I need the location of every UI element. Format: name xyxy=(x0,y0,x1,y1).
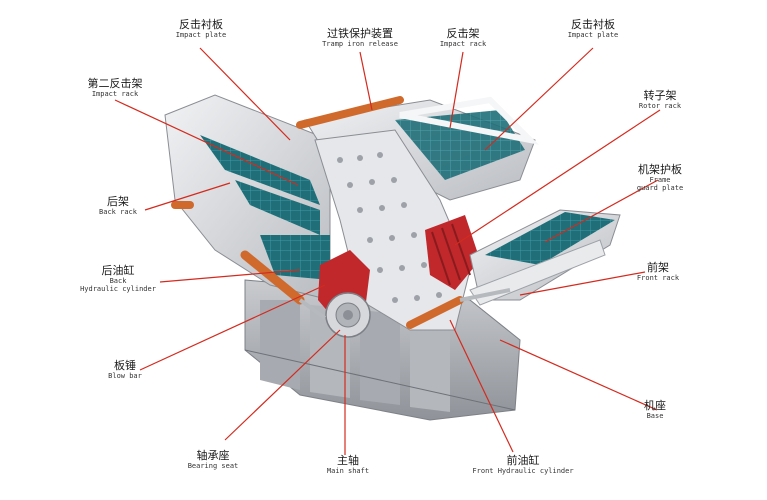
label-back-cylinder-en1: Back xyxy=(109,276,127,285)
label-back-cylinder: 后油缸 Back Hydraulic cylinder xyxy=(70,265,166,293)
label-second-impact-rack-cn: 第二反击架 xyxy=(87,77,143,90)
label-front-cylinder-cn: 前油缸 xyxy=(506,454,540,467)
label-main-shaft-cn: 主轴 xyxy=(337,454,359,467)
label-main-shaft: 主轴 Main shaft xyxy=(318,455,378,475)
label-impact-plate-top-en: Impact plate xyxy=(175,30,227,39)
main-shaft-hub xyxy=(325,292,371,338)
label-second-impact-rack-en: Impact rack xyxy=(91,89,139,98)
leader-impact-plate-right xyxy=(484,47,594,151)
label-blow-bar-cn: 板锤 xyxy=(114,359,136,372)
leader-front-cylinder xyxy=(449,319,514,453)
label-back-rack: 后架 Back rack xyxy=(88,196,148,216)
label-impact-plate-top-cn: 反击衬板 xyxy=(179,18,223,31)
label-tramp-iron-cn: 过铁保护装置 xyxy=(327,27,393,40)
label-front-rack: 前架 Front rack xyxy=(628,262,688,282)
label-front-rack-cn: 前架 xyxy=(647,261,669,274)
label-main-shaft-en: Main shaft xyxy=(326,466,370,475)
label-front-cylinder-en: Front Hydraulic cylinder xyxy=(472,466,574,475)
label-frame-guard: 机架护板 Frame guard plate xyxy=(625,164,695,192)
label-tramp-iron-en: Tramp iron release xyxy=(322,39,398,48)
label-back-rack-cn: 后架 xyxy=(107,195,129,208)
label-impact-plate-right: 反击衬板 Impact plate xyxy=(558,19,628,39)
label-bearing-seat-cn: 轴承座 xyxy=(196,449,230,462)
label-frame-guard-en2: guard plate xyxy=(636,183,684,192)
leader-back-cylinder xyxy=(159,269,301,283)
label-impact-plate-right-cn: 反击衬板 xyxy=(571,18,615,31)
hydraulic-cylinders xyxy=(171,96,511,329)
impact-rack-top-body xyxy=(304,96,540,201)
label-tramp-iron: 过铁保护装置 Tramp iron release xyxy=(315,28,405,48)
label-impact-plate-right-en: Impact plate xyxy=(567,30,619,39)
leader-base xyxy=(499,339,658,411)
label-front-cylinder: 前油缸 Front Hydraulic cylinder xyxy=(468,455,578,475)
label-impact-rack-top-en: Impact rack xyxy=(439,39,487,48)
leader-bearing-seat xyxy=(224,329,341,441)
label-impact-rack-top-cn: 反击架 xyxy=(446,27,480,40)
label-impact-rack-top: 反击架 Impact rack xyxy=(433,28,493,48)
label-bearing-seat-en: Bearing seat xyxy=(187,461,239,470)
leader-back-rack xyxy=(144,182,231,211)
central-housing xyxy=(314,129,471,331)
label-second-impact-rack: 第二反击架 Impact rack xyxy=(80,78,150,98)
label-blow-bar-en: Blow bar xyxy=(108,371,142,380)
label-bearing-seat: 轴承座 Bearing seat xyxy=(178,450,248,470)
leader-tramp-iron xyxy=(359,51,373,111)
front-rack-body xyxy=(469,209,621,306)
leader-front-rack xyxy=(519,271,646,296)
leader-blow-bar xyxy=(139,284,326,371)
label-rotor-rack-en: Rotor rack xyxy=(638,101,682,110)
label-blow-bar: 板锤 Blow bar xyxy=(95,360,155,380)
label-impact-plate-top: 反击衬板 Impact plate xyxy=(166,19,236,39)
label-back-cylinder-cn: 后油缸 xyxy=(101,264,135,277)
leader-impact-plate-top xyxy=(199,47,291,141)
label-base-en: Base xyxy=(646,411,664,420)
label-base-cn: 机座 xyxy=(644,399,666,412)
label-frame-guard-en1: Frame xyxy=(649,175,671,184)
label-rotor-rack-cn: 转子架 xyxy=(643,89,677,102)
label-front-rack-en: Front rack xyxy=(636,273,680,282)
label-frame-guard-cn: 机架护板 xyxy=(638,163,682,176)
label-back-cylinder-en2: Hydraulic cylinder xyxy=(80,284,156,293)
leader-second-impact-rack xyxy=(114,99,299,186)
label-rotor-rack: 转子架 Rotor rack xyxy=(630,90,690,110)
label-base: 机座 Base xyxy=(625,400,685,420)
leader-rotor-rack xyxy=(454,109,661,246)
leader-impact-rack-top xyxy=(449,51,464,129)
leader-frame-guard xyxy=(544,179,659,243)
label-back-rack-en: Back rack xyxy=(99,207,137,216)
